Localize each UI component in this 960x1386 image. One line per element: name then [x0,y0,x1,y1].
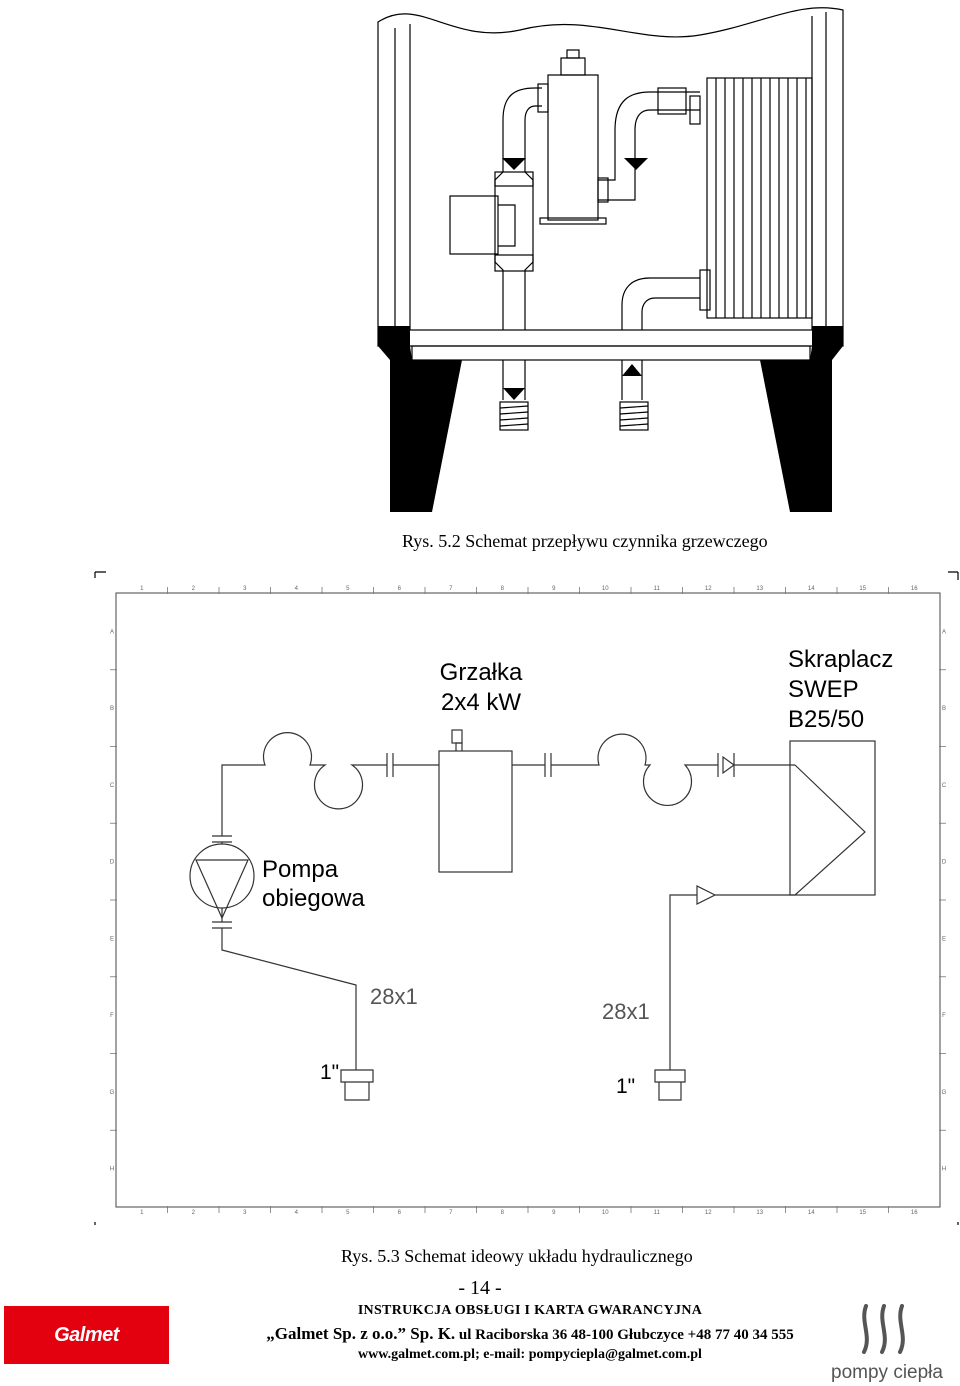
heater-label-2: 2x4 kW [441,689,521,716]
frame-column-label-bottom: 4 [295,1210,299,1216]
frame-column-label-top: 12 [705,586,712,592]
connector-right [654,1069,686,1101]
frame-column-label-bottom: 1 [140,1210,144,1216]
frame-column-label-bottom: 5 [346,1210,350,1216]
page-number: - 14 - [458,1277,502,1299]
top-pipe-line [221,732,387,836]
frame-row-label-right: H [942,1167,946,1173]
connector-left [340,1069,374,1101]
frame-column-label-top: 15 [859,586,866,592]
right-leg [760,326,843,512]
frame-column-label-top: 6 [398,586,402,592]
frame-column-label-top: 5 [346,586,350,592]
figure2-caption: Rys. 5.3 Schemat ideowy układu hydraulic… [341,1246,693,1266]
condenser-label-1: Skraplacz [788,646,893,673]
frame-column-label-bottom: 12 [705,1210,712,1216]
supply-line [221,928,357,1070]
flow-arrow-down-2 [624,158,648,170]
footer-company-name: „Galmet Sp. z o.o.” Sp. K. [266,1324,456,1343]
frame-row-label-left: B [110,706,114,712]
base-plate [377,329,844,347]
frame-column-label-top: 9 [552,586,556,592]
frame-column-label-top: 10 [602,586,609,592]
frame-row-label-right: G [942,1090,947,1096]
pompy-ciepla-logo: pompy ciepła [831,1304,943,1383]
frame-row-label-left: G [110,1090,115,1096]
frame-row-label-left: F [110,1013,114,1019]
frame-column-label-top: 7 [449,586,453,592]
galmet-logo: Galmet [4,1306,169,1364]
pompy-ciepla-logo-text: pompy ciepła [831,1362,943,1383]
pump-label-1: Pompa [262,856,339,883]
circulation-pump [449,195,499,255]
connector-label-right: 1" [616,1075,635,1098]
frame-column-label-bottom: 6 [398,1210,402,1216]
frame-column-label-top: 3 [243,586,247,592]
return-line [669,885,717,1070]
galmet-logo-text: Galmet [54,1323,119,1346]
footer-contact: www.galmet.com.pl; e-mail: pompyciepla@g… [358,1347,702,1362]
frame-column-label-top: 1 [140,586,144,592]
frame-column-label-bottom: 13 [756,1210,763,1216]
frame-column-label-bottom: 8 [501,1210,505,1216]
left-leg [378,326,462,512]
check-valve [717,753,795,777]
frame-row-label-left: E [110,936,114,942]
frame-column-label-bottom: 11 [654,1210,661,1216]
pipe-size-right: 28x1 [602,999,650,1024]
frame-column-label-bottom: 9 [552,1210,556,1216]
frame-column-label-bottom: 14 [808,1210,815,1216]
flow-arrow-down-1 [502,158,526,170]
condenser [706,77,813,319]
condenser-label-3: B25/50 [788,706,864,733]
frame-column-label-top: 14 [808,586,815,592]
frame-column-label-bottom: 15 [859,1210,866,1216]
condenser-symbol [789,740,876,896]
frame-row-label-right: D [942,860,947,866]
frame-column-label-top: 4 [295,586,299,592]
outlet-connector-right [619,401,649,431]
frame-column-label-bottom: 7 [449,1210,453,1216]
heating-flow-diagram [377,7,844,512]
heater-label-1: Grzałka [440,659,523,686]
housing-outline [377,7,844,330]
flow-arrow-down-3 [503,388,525,400]
pipe-size-left: 28x1 [370,984,418,1009]
frame-column-label-top: 11 [654,586,661,592]
frame-column-label-bottom: 2 [192,1210,196,1216]
heater-symbol [438,750,513,873]
frame-row-label-right: C [942,783,947,789]
footer-title: INSTRUKCJA OBSŁUGI I KARTA GWARANCYJNA [357,1303,703,1318]
pump-symbol [189,843,255,909]
frame-column-label-top: 8 [501,586,505,592]
pump-pipe [502,290,526,330]
frame-row-label-left: D [110,860,115,866]
frame-column-label-bottom: 10 [602,1210,609,1216]
footer-address: ul Raciborska 36 48-100 Głubczyce +48 77… [455,1327,794,1343]
outlet-connector-left [499,401,529,431]
frame-row-label-left: H [110,1167,114,1173]
frame-column-label-top: 16 [911,586,918,592]
frame-row-label-left: C [110,783,115,789]
frame-row-label-left: A [110,629,114,635]
footer-company: „Galmet Sp. z o.o.” Sp. K. ul Raciborska… [230,1324,830,1344]
hydraulic-schematic: 1122334455667788991010111112121313141415… [94,571,959,1225]
frame-column-label-top: 13 [756,586,763,592]
heater-tank [547,74,599,221]
condenser-label-2: SWEP [788,676,859,703]
frame-column-label-top: 2 [192,586,196,592]
frame-row-label-right: E [942,936,946,942]
frame-row-label-right: F [942,1013,946,1019]
figure1-caption: Rys. 5.2 Schemat przepływu czynnika grze… [402,531,768,551]
connector-label-left: 1" [320,1061,339,1084]
frame-column-label-bottom: 16 [911,1210,918,1216]
frame-row-label-right: A [942,629,946,635]
pump-label-2: obiegowa [262,885,365,912]
frame-ticks: 1122334455667788991010111112121313141415… [110,586,947,1216]
frame-row-label-right: B [942,706,946,712]
flow-arrow-up [622,364,642,376]
frame-column-label-bottom: 3 [243,1210,247,1216]
